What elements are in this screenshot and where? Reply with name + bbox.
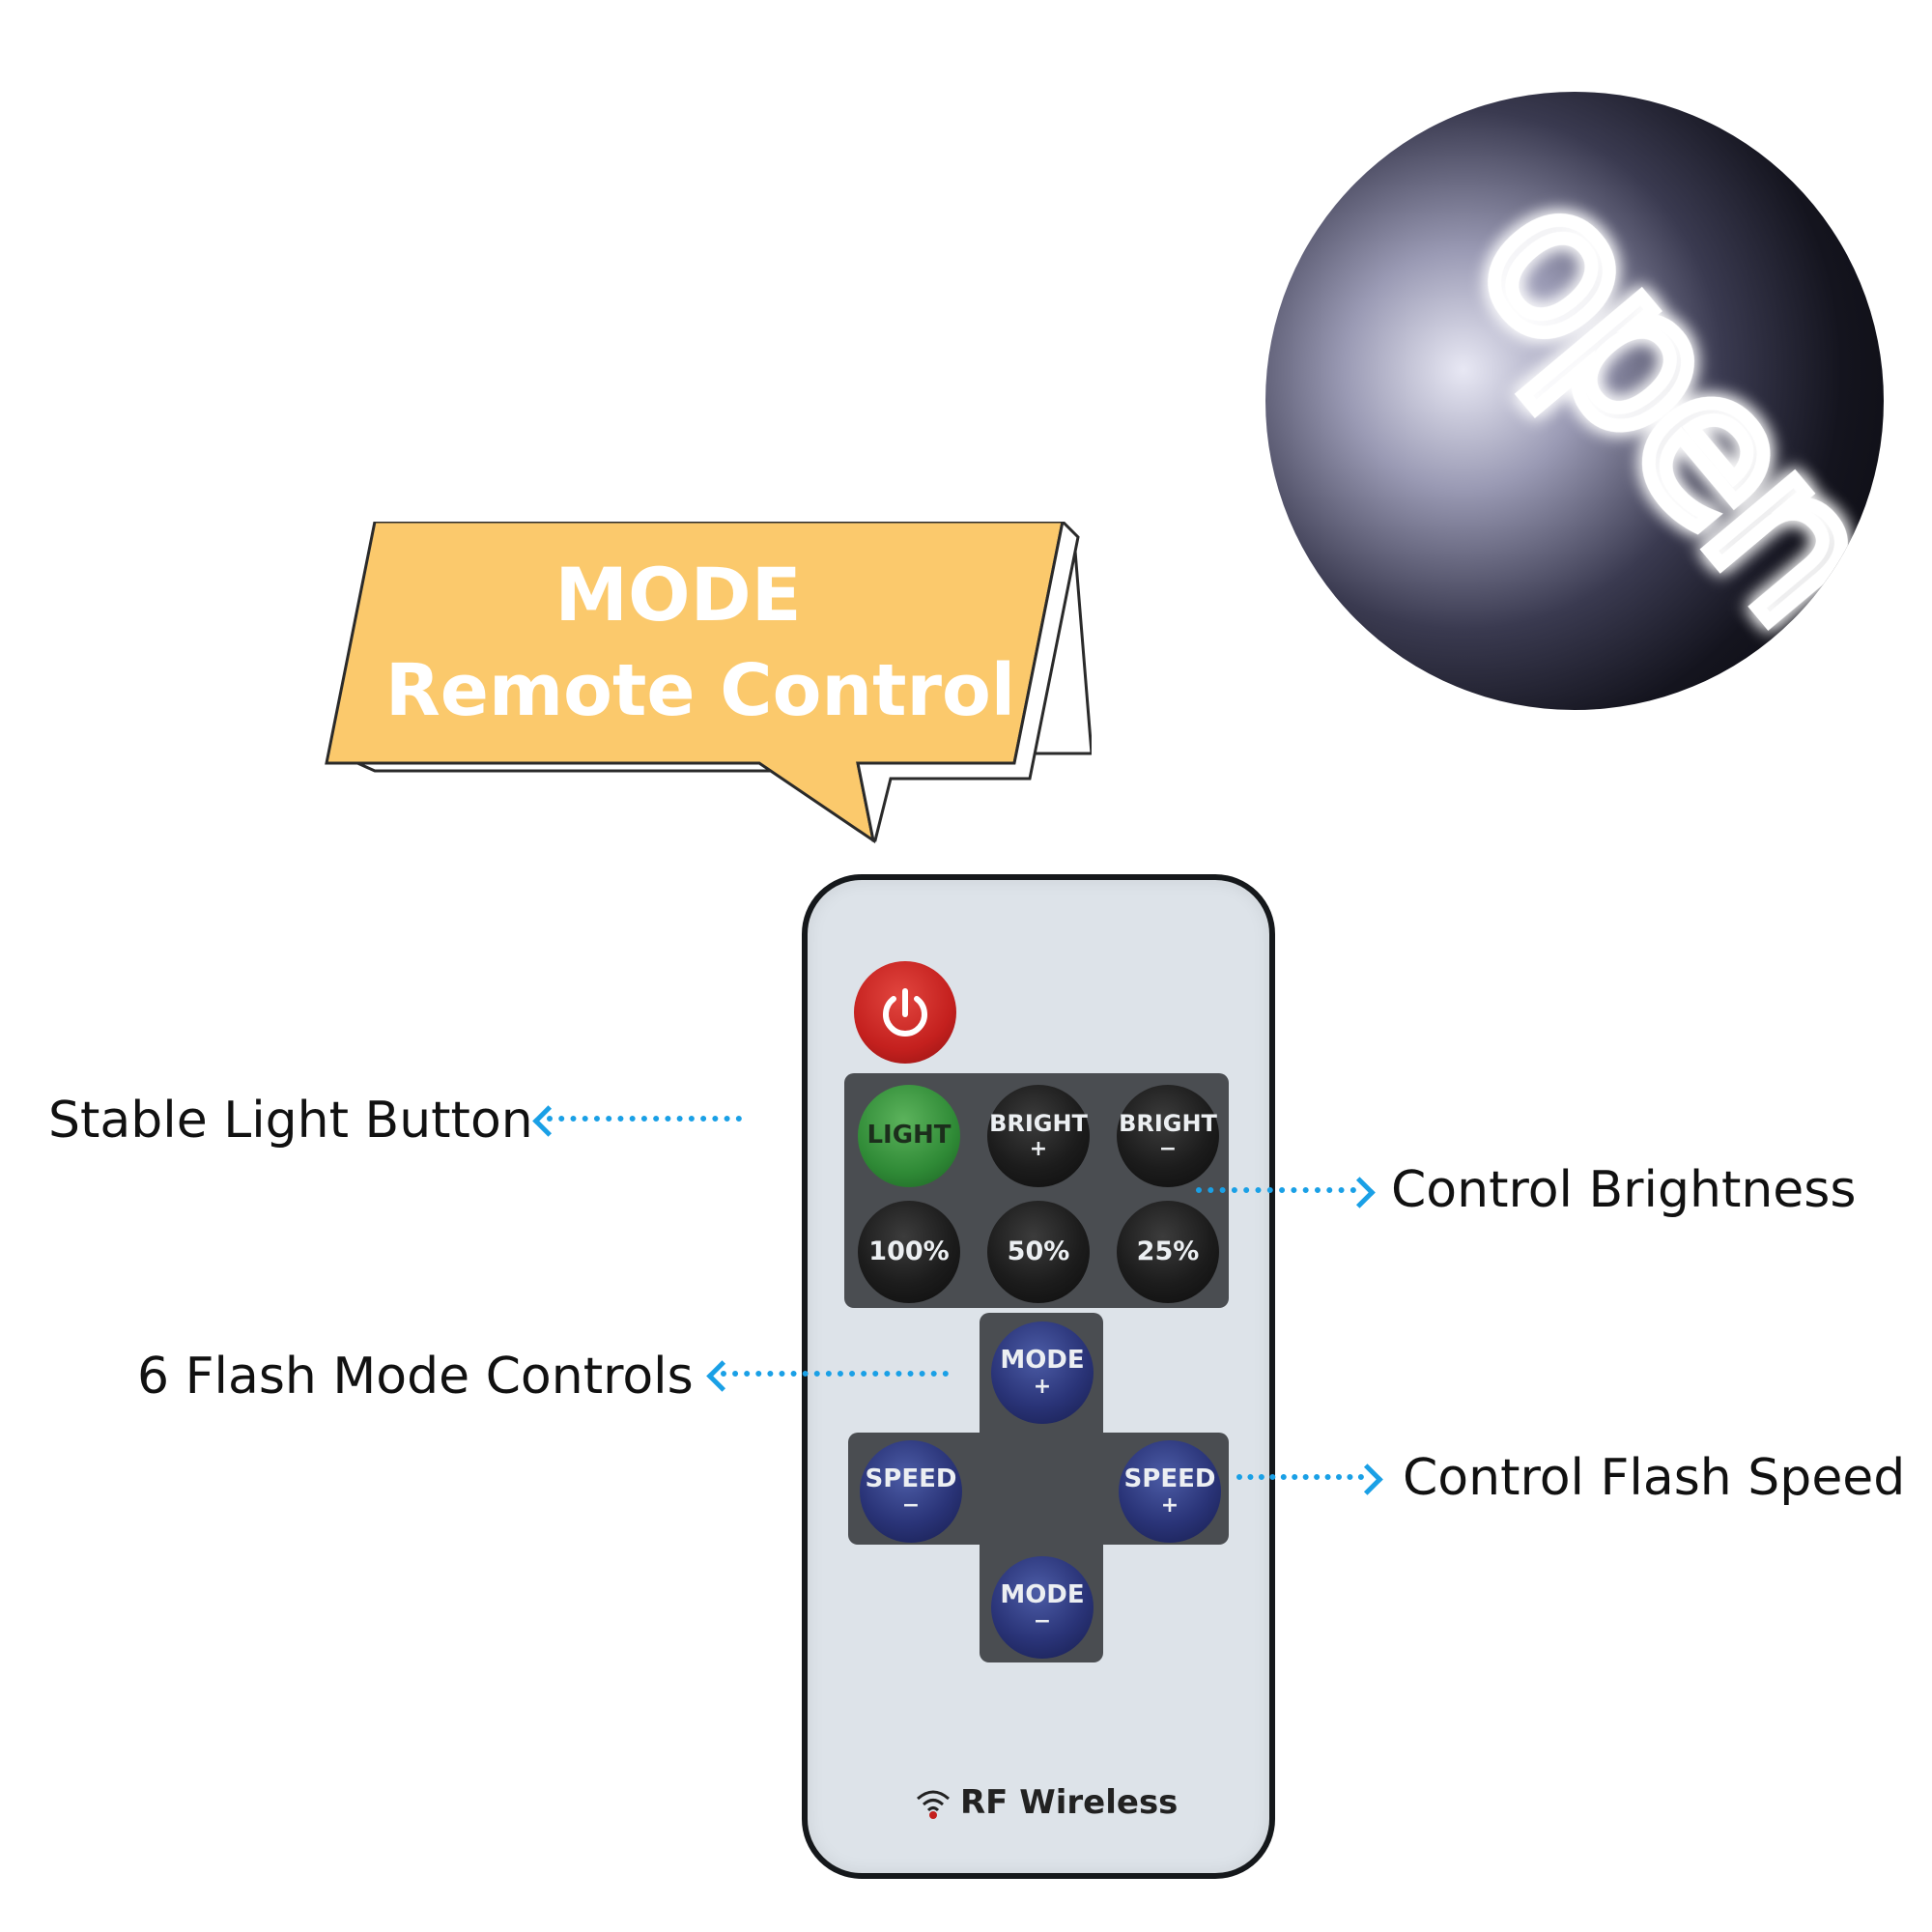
speed-minus-button[interactable]: SPEED − — [860, 1440, 962, 1543]
rf-wireless-text: RF Wireless — [960, 1783, 1179, 1822]
callout-stable-light: Stable Light Button — [48, 1092, 533, 1150]
mode-plus-label: MODE — [1000, 1345, 1085, 1375]
mode-minus-sign: − — [1033, 1609, 1052, 1634]
brightness-25-button[interactable]: 25% — [1117, 1201, 1219, 1303]
light-button-label: LIGHT — [867, 1121, 952, 1151]
arrow-stable-light — [547, 1116, 742, 1122]
rf-wireless-label: RF Wireless — [914, 1783, 1178, 1822]
mode-remote-bubble: MODE Remote Control — [325, 522, 1092, 844]
bright-plus-label: BRIGHT — [989, 1109, 1088, 1137]
remote-control: LIGHT BRIGHT + BRIGHT − 100% 50% 25% MOD… — [802, 874, 1275, 1879]
arrow-flash-mode — [721, 1371, 949, 1377]
callout-flash-speed: Control Flash Speed — [1403, 1449, 1906, 1507]
speed-plus-sign: + — [1160, 1493, 1179, 1519]
wireless-signal-icon — [917, 1790, 950, 1819]
arrow-right-icon — [1344, 1177, 1376, 1208]
brightness-50-label: 50% — [1007, 1236, 1070, 1266]
bright-plus-button[interactable]: BRIGHT + — [987, 1085, 1090, 1187]
brightness-100-button[interactable]: 100% — [858, 1201, 960, 1303]
arrow-brightness — [1196, 1187, 1356, 1193]
bright-minus-sign: − — [1158, 1137, 1178, 1162]
mode-plus-button[interactable]: MODE + — [991, 1321, 1094, 1424]
mode-minus-button[interactable]: MODE − — [991, 1556, 1094, 1659]
light-button[interactable]: LIGHT — [858, 1085, 960, 1187]
power-button[interactable] — [854, 961, 956, 1064]
neon-sign-text: open — [1433, 143, 1884, 659]
bright-plus-sign: + — [1029, 1137, 1048, 1162]
speed-minus-label: SPEED — [865, 1463, 957, 1493]
power-icon — [883, 988, 927, 1037]
neon-sign-graphic: open — [1426, 136, 1884, 666]
speed-plus-button[interactable]: SPEED + — [1119, 1440, 1221, 1543]
brightness-25-label: 25% — [1136, 1236, 1200, 1266]
arrow-flash-speed — [1236, 1474, 1364, 1480]
bubble-title: MODE — [554, 552, 801, 638]
bubble-subtitle: Remote Control — [385, 649, 1015, 732]
callout-flash-mode: 6 Flash Mode Controls — [137, 1348, 694, 1406]
speed-minus-sign: − — [901, 1493, 921, 1519]
brightness-100-label: 100% — [868, 1236, 950, 1266]
arrow-right-icon — [1351, 1463, 1383, 1495]
brightness-50-button[interactable]: 50% — [987, 1201, 1090, 1303]
bubble-shadow-edge — [856, 522, 1080, 842]
mode-minus-label: MODE — [1000, 1579, 1085, 1609]
mode-plus-sign: + — [1033, 1375, 1052, 1400]
bright-minus-button[interactable]: BRIGHT − — [1117, 1085, 1219, 1187]
bright-minus-label: BRIGHT — [1119, 1109, 1217, 1137]
callout-brightness: Control Brightness — [1391, 1161, 1857, 1219]
speed-plus-label: SPEED — [1123, 1463, 1216, 1493]
neon-open-sign-photo: open — [1265, 92, 1884, 710]
